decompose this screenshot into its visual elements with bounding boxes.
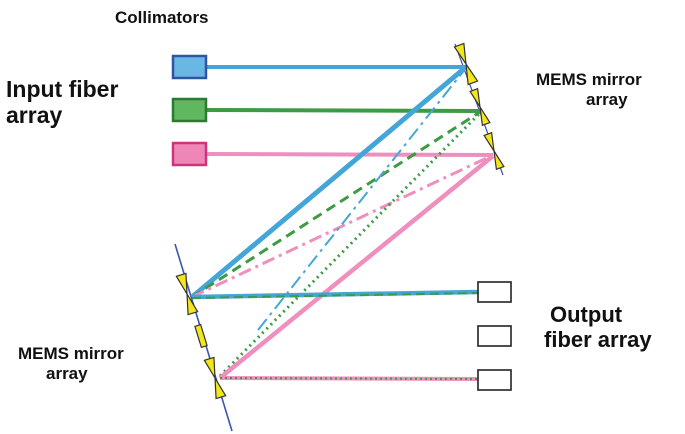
input-label-line1: Input fiber <box>6 76 119 102</box>
collimator-green <box>171 97 208 123</box>
output-collimator-1 <box>477 281 512 303</box>
cross-beam-pink-dashdot <box>191 153 494 299</box>
output-fiber-array-label: Output fiber array <box>544 302 652 353</box>
collimators-label: Collimators <box>115 8 209 27</box>
mems-top-line1: MEMS mirror <box>536 70 642 89</box>
output-collimator-3 <box>477 369 512 391</box>
collimator-pink <box>171 141 208 167</box>
top-mirror-1 <box>453 42 479 86</box>
cross-beam-green-dashed <box>191 110 481 299</box>
top-mirror-2 <box>469 87 491 127</box>
cross-beam-green-dotted <box>218 111 482 378</box>
mems-top-line2: array <box>586 89 628 109</box>
mems-bottom-label: MEMS mirror array <box>18 344 124 383</box>
output-beam-pink <box>219 376 479 381</box>
input-beam-green <box>205 108 481 113</box>
bottom-mirror-3 <box>203 356 227 400</box>
input-beam-pink <box>205 152 494 157</box>
top-mirror-3 <box>483 131 505 171</box>
output-collimator-2 <box>477 325 512 347</box>
cross-beam-pink-solid <box>218 154 495 380</box>
bottom-mirror-1 <box>175 272 199 316</box>
mems-bottom-line1: MEMS mirror <box>18 344 124 363</box>
input-fiber-array-label: Input fiber array <box>6 76 118 129</box>
mems-bottom-line2: array <box>46 363 88 383</box>
bottom-mirror-2 <box>194 323 208 349</box>
output-label-line1: Output <box>550 302 623 327</box>
output-label-line2: fiber array <box>544 327 652 353</box>
cross-beam-blue-dashdot <box>257 67 467 331</box>
output-beam-green-dotted <box>219 377 479 380</box>
collimator-blue <box>171 54 208 80</box>
mems-top-label: MEMS mirror array <box>536 70 642 109</box>
input-label-line2: array <box>6 102 63 129</box>
cross-beam-blue-solid <box>190 65 468 299</box>
output-beam-green-overlay <box>191 292 479 299</box>
